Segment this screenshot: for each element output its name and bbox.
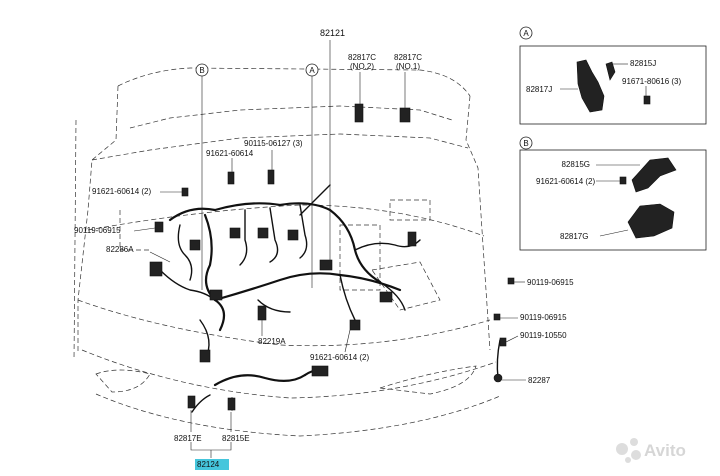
label-82124: 82124 — [197, 460, 220, 469]
label-91621-60614-2b: 91621-60614 (2) — [310, 353, 369, 362]
label-91671-80616: 91671-80616 (3) — [622, 77, 681, 86]
label-no1: (NO.1) — [396, 62, 420, 71]
label-91621-60614-top: 91621-60614 — [206, 149, 254, 158]
label-82817e: 82817E — [174, 434, 202, 443]
label-82286a: 82286A — [106, 245, 134, 254]
avito-logo-text: Avito — [644, 441, 686, 460]
callout-a-circle: A — [305, 63, 319, 77]
label-90119-10550: 90119-10550 — [520, 331, 567, 340]
label-82287: 82287 — [528, 376, 551, 385]
label-82817g: 82817G — [560, 232, 588, 241]
label-90115-06127: 90115-06127 (3) — [244, 139, 303, 148]
avito-watermark: Avito — [616, 438, 686, 463]
label-no2: (NO.2) — [350, 62, 374, 71]
inset-a: A 82815J 82817J 91671-80616 (3) — [519, 26, 707, 125]
connectors — [149, 103, 515, 411]
label-82817j: 82817J — [526, 85, 552, 94]
svg-text:A: A — [309, 66, 315, 75]
label-91621-60614-inset: 91621-60614 (2) — [536, 177, 595, 186]
inset-a-callout: A — [523, 29, 529, 38]
label-91621-60614-2a: 91621-60614 (2) — [92, 187, 151, 196]
label-90119-06915-r2: 90119-06915 — [520, 313, 567, 322]
label-82121: 82121 — [320, 28, 345, 38]
leader-lines — [133, 40, 526, 458]
label-82815e: 82815E — [222, 434, 250, 443]
label-90119-06915-left: 90119-06915 — [74, 226, 121, 235]
highlighted-part-82124[interactable]: 82124 — [195, 459, 229, 470]
label-90119-06915-r1: 90119-06915 — [527, 278, 574, 287]
inset-b-callout: B — [523, 139, 528, 148]
label-82817c-no1: 82817C — [394, 53, 422, 62]
label-82817c-no2: 82817C — [348, 53, 376, 62]
inset-b: B 82815G 91621-60614 (2) 82817G — [519, 136, 707, 251]
svg-text:B: B — [199, 66, 204, 75]
car-body-outline — [73, 67, 501, 437]
callout-b-circle: B — [195, 63, 209, 77]
label-82815g: 82815G — [562, 160, 590, 169]
main-wire-harness — [159, 184, 501, 413]
label-82219a: 82219A — [258, 337, 286, 346]
label-82815j: 82815J — [630, 59, 656, 68]
